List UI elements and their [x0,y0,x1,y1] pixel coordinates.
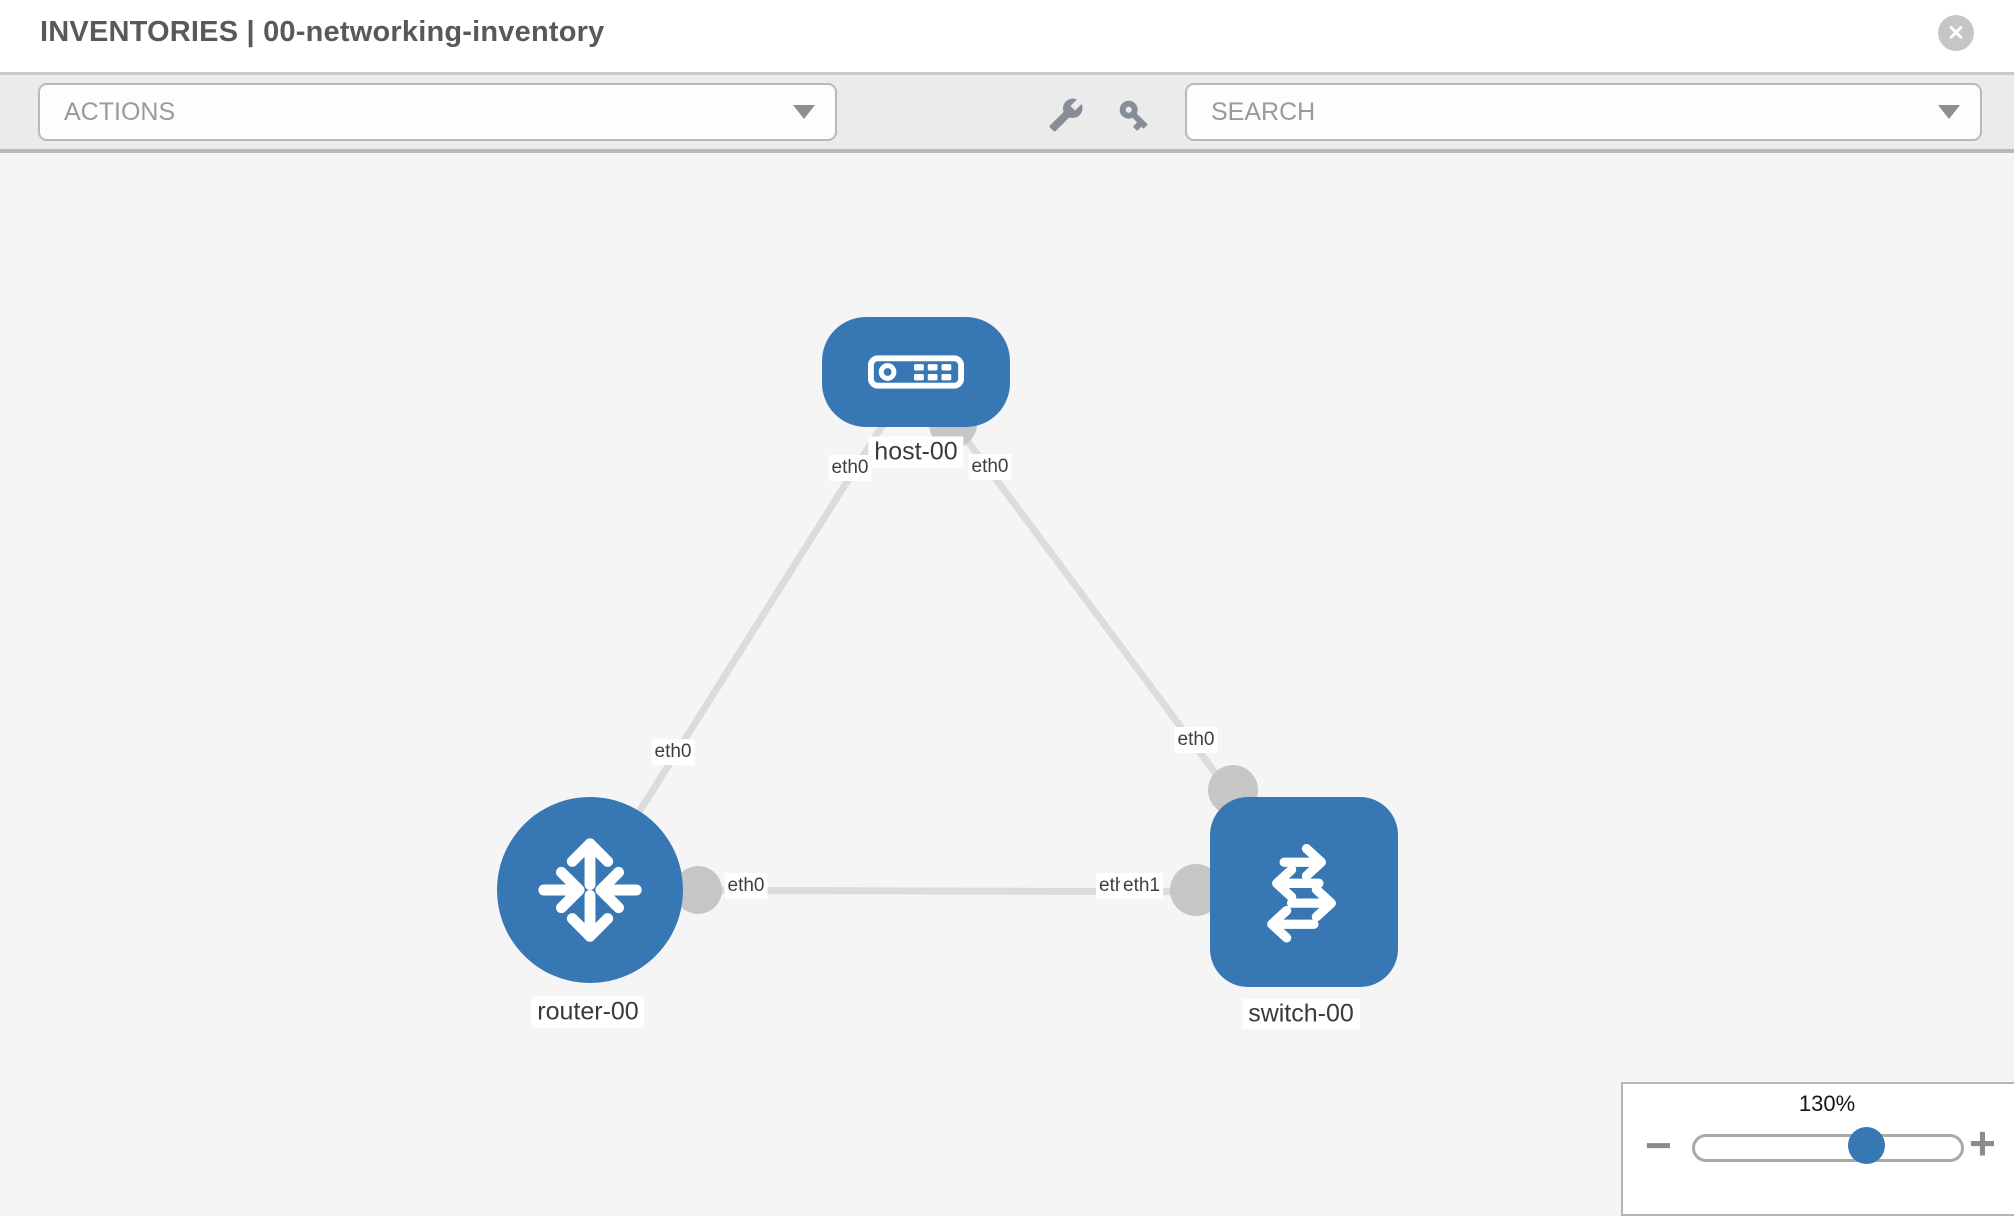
header: INVENTORIES | 00-networking-inventory ✕ [0,0,2014,75]
search-dropdown[interactable]: SEARCH [1185,83,1982,141]
node-label-router: router-00 [531,996,645,1028]
switch-icon [1267,843,1336,943]
interface-label: eth0 [724,873,768,899]
interface-label: eth0 [1174,727,1218,753]
caret-down-icon [1938,105,1960,119]
interface-label: eth0 [651,739,695,765]
node-switch[interactable] [1210,797,1398,987]
wrench-icon[interactable] [1048,97,1084,133]
host-icon [867,355,965,389]
interface-label: eth1 [1120,873,1163,899]
zoom-in-button[interactable]: + [1969,1117,1996,1169]
node-label-switch: switch-00 [1242,998,1360,1030]
zoom-level-value: 130% [1798,1091,1856,1116]
actions-dropdown-label: ACTIONS [64,97,176,126]
interface-label: eth0 [828,455,872,481]
key-icon[interactable] [1116,97,1152,133]
actions-dropdown[interactable]: ACTIONS [38,83,837,141]
close-button[interactable]: ✕ [1938,15,1974,51]
search-dropdown-label: SEARCH [1211,97,1316,126]
zoom-slider-knob[interactable] [1848,1127,1885,1164]
zoom-control-panel: 130% − + [1621,1082,2014,1216]
page-title: INVENTORIES | 00-networking-inventory [40,16,605,48]
close-icon: ✕ [1947,21,1965,45]
zoom-slider-track[interactable] [1692,1134,1964,1162]
caret-down-icon [793,105,815,119]
interface-dot-router[interactable] [674,866,722,914]
interface-dot-switch-left[interactable] [1170,864,1222,916]
interface-label: eth0 [968,454,1012,480]
node-host[interactable] [822,317,1010,427]
router-icon [538,838,642,942]
node-label-host: host-00 [868,436,964,468]
node-router[interactable] [497,797,683,983]
toolbar: ACTIONS SEARCH [0,75,2014,153]
zoom-out-button[interactable]: − [1645,1119,1672,1171]
